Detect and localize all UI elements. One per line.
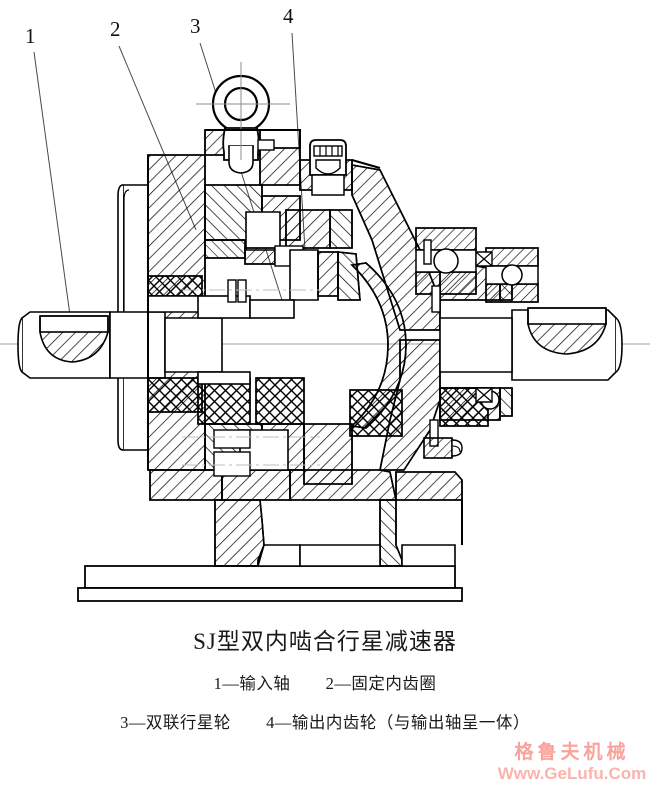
figure-title: SJ型双内啮合行星减速器 (193, 629, 457, 654)
output-shaft-right (511, 307, 623, 381)
leader-label-2: 2 (110, 17, 121, 41)
base-plate (77, 565, 463, 602)
figure-legend-line-2: 3—双联行星轮 4—输出内齿轮（与输出轴呈一体） (0, 709, 650, 733)
double-planet-gear-upper (289, 249, 361, 301)
housing-outer-profile (147, 129, 463, 545)
figure-legend-line-1: 1—输入轴 2—固定内齿圈 (0, 670, 650, 694)
right-foot (379, 499, 403, 567)
input-shaft-mid (109, 311, 223, 379)
planet-carrier-lower (239, 423, 353, 485)
planet-carrier-upper (245, 209, 353, 251)
bearing-upper-right-2 (485, 247, 539, 303)
drain-plug (423, 437, 463, 459)
leader-label-3: 3 (190, 14, 201, 38)
legend-item-3: 3—双联行星轮 (120, 713, 231, 732)
bearing-lower-mid-2 (255, 377, 305, 425)
foot-web-center (256, 544, 456, 567)
bearing-upper-left (147, 275, 203, 313)
oil-seal-right (475, 251, 493, 403)
eye-bolt-centerlines (196, 62, 290, 160)
legend-item-4: 4—输出内齿轮（与输出轴呈一体） (266, 713, 530, 732)
retaining-keys (227, 239, 441, 447)
breather-plug (309, 139, 347, 196)
legend-item-2: 2—固定内齿圈 (325, 674, 437, 693)
bearing-lower-right (349, 389, 403, 437)
lower-spacer-plates (213, 429, 251, 477)
output-shaft-inner (439, 317, 513, 373)
hub-sleeve-lower (197, 371, 251, 385)
legend-item-1: 1—输入轴 (213, 674, 291, 693)
leader-label-1: 1 (25, 24, 36, 48)
leader-label-4: 4 (283, 4, 294, 28)
left-foot (214, 499, 265, 567)
hub-sleeve-upper (197, 295, 295, 319)
auxiliary-centerlines (182, 289, 320, 466)
bearing-lower-left (147, 377, 203, 413)
bearing-upper-right (415, 227, 477, 295)
input-shaft-left (17, 311, 111, 379)
cover-bolts (257, 139, 275, 151)
bearing-lower-mid (197, 377, 251, 425)
